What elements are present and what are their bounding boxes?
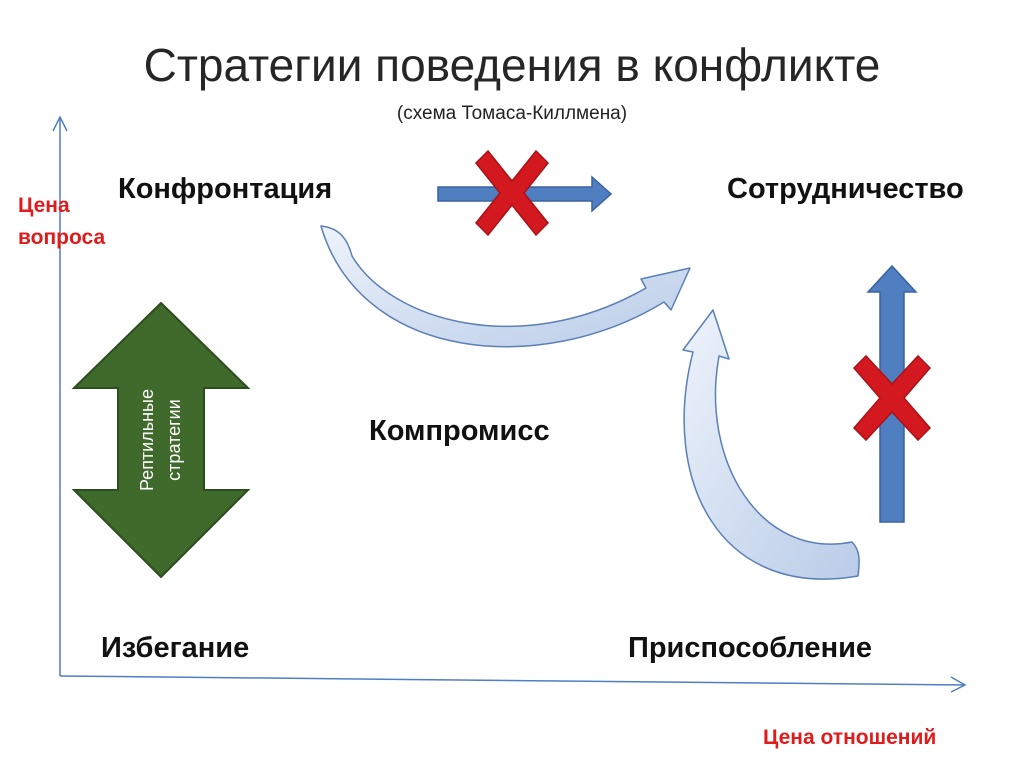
node-accommodation: Приспособление [628,632,873,664]
cross-icon [852,354,932,442]
x-axis-label: Цена отношений [763,726,937,749]
reptile-strategies-label: Рептильные стратегии [134,340,188,540]
reptile-label-line1: Рептильные [137,388,157,492]
cross-icon [474,149,550,237]
node-cooperation: Сотрудничество [727,173,964,205]
node-compromise: Компромисс [369,415,550,447]
y-axis-label: Цена вопроса [18,190,105,254]
reptile-strategies-arrow [71,301,251,579]
y-axis [52,115,68,676]
curved-arrow-confrontation-to-cooperation [320,225,691,348]
reptile-label-line2: стратегии [164,399,184,481]
node-confrontation: Конфронтация [118,173,333,205]
curved-arrow-accommodation-to-cooperation [682,309,860,580]
y-axis-label-line1: Цена [18,194,70,217]
x-axis [59,675,967,693]
y-axis-label-line2: вопроса [18,226,106,249]
node-avoidance: Избегание [101,632,250,664]
diagram-subtitle: (схема Томаса-Киллмена) [396,103,628,124]
diagram-title: Стратегии поведения в конфликте [143,39,881,91]
